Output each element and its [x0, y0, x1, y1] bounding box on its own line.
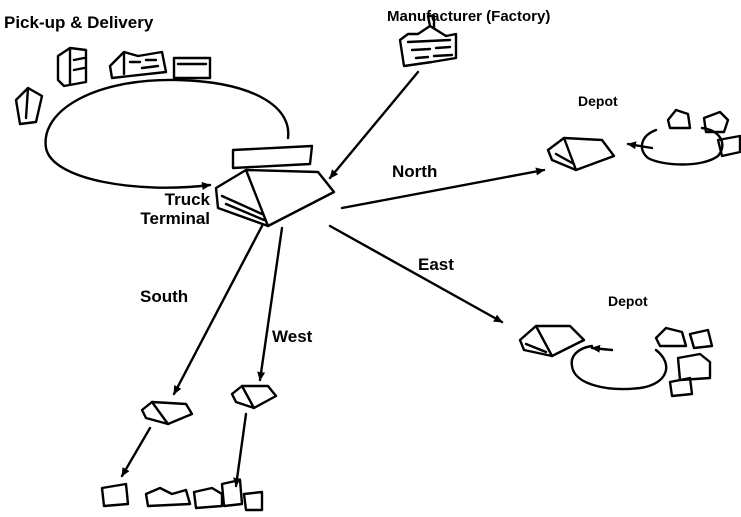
west-shops	[194, 480, 262, 510]
label-depot-north: Depot	[578, 94, 618, 109]
label-terminal-line2: Terminal	[118, 210, 210, 229]
depot-north-return-arrow	[628, 144, 652, 148]
depot-south-building	[142, 402, 192, 424]
pickup-building-house	[110, 52, 166, 78]
arrow-south-shops	[122, 428, 150, 476]
pickup-loop	[46, 80, 289, 188]
arrow-west	[260, 228, 282, 380]
label-east: East	[418, 256, 454, 275]
label-pickup-delivery: Pick-up & Delivery	[4, 14, 153, 33]
depot-north-loop	[642, 128, 722, 165]
arrow-south	[174, 226, 262, 394]
label-manufacturer: Manufacturer (Factory)	[387, 9, 550, 26]
pickup-building-tall	[58, 48, 86, 86]
label-west: West	[272, 328, 312, 347]
label-terminal-line1: Truck	[118, 191, 210, 210]
label-depot-east: Depot	[608, 294, 648, 309]
arrow-west-shops	[236, 414, 246, 486]
label-south: South	[140, 288, 188, 307]
truck-terminal-building	[216, 146, 334, 226]
depot-north-shops	[668, 110, 740, 156]
depot-east-return-arrow	[592, 348, 612, 350]
depot-east-loop	[572, 346, 667, 389]
label-truck-terminal: Truck Terminal	[118, 191, 210, 228]
depot-west-building	[232, 386, 276, 408]
south-shops	[102, 484, 190, 506]
label-north: North	[392, 163, 437, 182]
pickup-building-small	[16, 88, 42, 124]
arrow-north	[342, 170, 544, 208]
depot-east-building	[520, 326, 584, 356]
pickup-building-shed	[174, 58, 210, 78]
arrow-east	[330, 226, 502, 322]
depot-north-building	[548, 138, 614, 170]
